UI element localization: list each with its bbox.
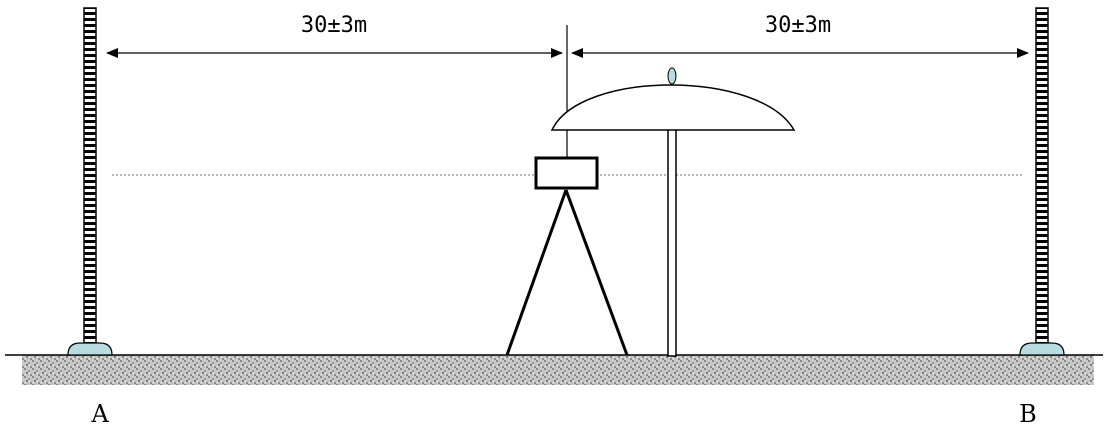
tripod-leg-left: [505, 189, 568, 356]
level-instrument: [505, 156, 629, 356]
umbrella: [550, 67, 796, 357]
staff-b-footplate: [1019, 342, 1065, 356]
point-a-label: A: [90, 400, 109, 425]
dimension-lines: 30±3m 30±3m: [106, 13, 1029, 160]
point-b-label: B: [1019, 400, 1037, 425]
ground: [5, 354, 1103, 385]
dimension-right-label: 30±3m: [765, 13, 831, 38]
staff-a-footplate: [67, 342, 113, 356]
tripod-leg-right: [564, 189, 629, 356]
umbrella-pole: [667, 127, 677, 357]
umbrella-canopy: [550, 84, 796, 131]
level-staff-a: [67, 7, 113, 356]
staff-b-body: [1035, 7, 1049, 346]
ground-strip: [22, 355, 1094, 385]
instrument-body: [534, 156, 599, 190]
umbrella-tip: [667, 67, 677, 85]
staff-a-body: [83, 7, 97, 346]
level-staff-b: [1019, 7, 1065, 356]
dimension-left-label: 30±3m: [301, 13, 367, 38]
